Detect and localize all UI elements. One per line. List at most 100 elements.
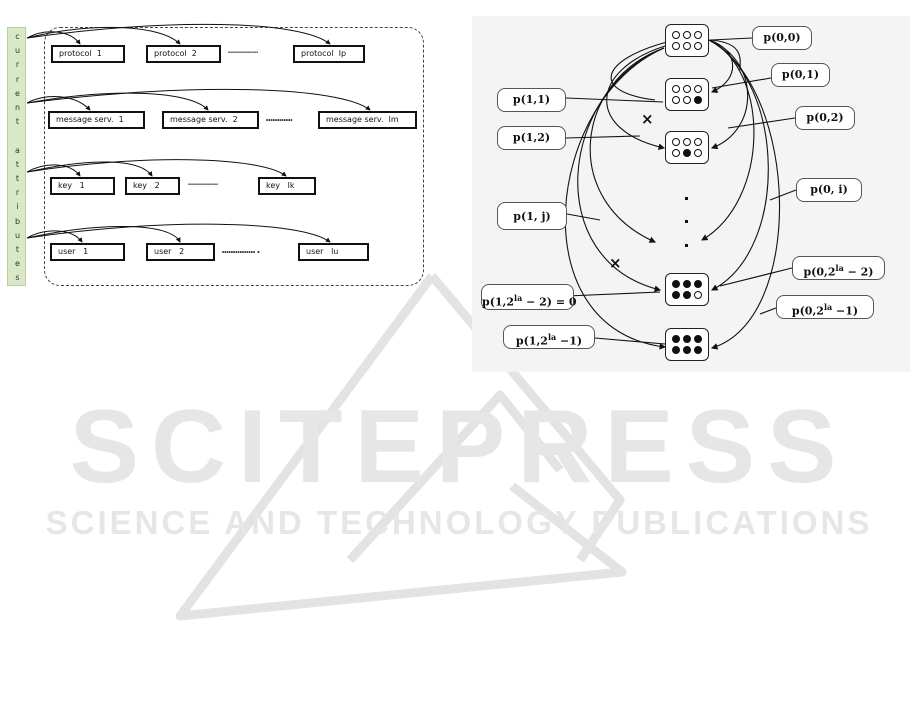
empty-dot	[683, 31, 691, 39]
key-2-box: key 2	[125, 177, 180, 195]
leader-p1j	[566, 213, 601, 221]
filled-dot	[683, 280, 691, 288]
attr-letter: r	[15, 60, 20, 70]
callout-p0i: p(0, i)	[796, 178, 862, 202]
vertical-ellipsis-dot-3	[685, 244, 688, 247]
filled-dot	[694, 96, 702, 104]
vertical-ellipsis-dot-1	[685, 197, 688, 200]
filled-dot	[694, 280, 702, 288]
leader-p11	[565, 97, 664, 103]
callout-p12la2: p(1,2la − 2) = 0	[481, 284, 577, 310]
empty-dot	[694, 42, 702, 50]
attr-letter: u	[14, 46, 21, 56]
arrow-protocol-lp	[26, 23, 331, 45]
arc-left-to-dots	[589, 47, 665, 243]
arc-right-to-n3	[708, 39, 769, 291]
attr-letter: e	[15, 88, 20, 98]
empty-dot	[694, 149, 702, 157]
attr-letter: t	[15, 117, 20, 127]
user-ellipsis: …………….	[222, 243, 262, 256]
attr-letter: t	[15, 159, 20, 169]
arrow-key-lk	[26, 159, 287, 177]
message-serv-1-box: message serv. 1	[48, 111, 145, 129]
callout-p02la2-post: − 2)	[843, 265, 874, 279]
attr-letter: a	[15, 145, 20, 155]
arc-right-to-dots	[701, 39, 755, 241]
callout-p02la1-pre: p(0,2	[791, 304, 824, 318]
callout-p1j: p(1, j)	[497, 202, 567, 230]
arrow-message-lm	[26, 88, 371, 111]
arc-right-extra-1	[708, 39, 741, 71]
empty-dot	[683, 42, 691, 50]
callout-p12la2-post: − 2) = 0	[522, 295, 577, 309]
callout-p11: p(1,1)	[497, 88, 566, 112]
message-serv-2-box: message serv. 2	[162, 111, 259, 129]
leader-p02la2	[719, 267, 793, 287]
filled-dot	[683, 291, 691, 299]
attr-letter: n	[14, 103, 21, 112]
protocol-2-box: protocol 2	[146, 45, 221, 63]
empty-dot	[672, 96, 680, 104]
user-lu-box: user lu	[298, 243, 369, 261]
attr-letter: i	[16, 202, 19, 212]
protocol-ellipsis: ……………	[228, 45, 259, 56]
protocol-lp-box: protocol lp	[293, 45, 365, 63]
node-111110	[665, 273, 709, 306]
callout-p00: p(0,0)	[752, 26, 812, 50]
vertical-ellipsis-dot-2	[685, 220, 688, 223]
arrow-key-1	[26, 164, 81, 177]
key-ellipsis: ……………	[188, 177, 219, 188]
callout-p12la1-pre: p(1,2	[515, 334, 548, 348]
callout-p12la1-post: −1)	[556, 334, 583, 348]
x-mark-2: ×	[609, 254, 622, 272]
message-serv-ellipsis: …………	[266, 111, 293, 124]
user-1-box: user 1	[50, 243, 125, 261]
callout-p12la2-sup: la	[514, 293, 523, 303]
leader-p0i	[769, 189, 797, 201]
arc-right-to-n4	[708, 39, 781, 350]
empty-dot	[694, 291, 702, 299]
leader-p12	[565, 135, 641, 139]
callout-p02la1: p(0,2la −1)	[776, 295, 874, 319]
arc-left-to-n3	[577, 47, 665, 292]
empty-dot	[683, 96, 691, 104]
attribute-values-container	[44, 27, 424, 286]
node-000000	[665, 24, 709, 57]
empty-dot	[694, 138, 702, 146]
node-111111	[665, 328, 709, 361]
filled-dot	[694, 346, 702, 354]
user-2-box: user 2	[146, 243, 215, 261]
leader-p00	[710, 37, 753, 41]
arc-left-to-n1	[610, 41, 668, 101]
leader-p12la1	[594, 337, 666, 345]
callout-p12la1-sup: la	[547, 332, 557, 342]
protocol-1-box: protocol 1	[51, 45, 125, 63]
message-serv-lm-box: message serv. lm	[318, 111, 417, 129]
filled-dot	[683, 346, 691, 354]
arc-right-to-n2	[708, 39, 749, 150]
callout-p02la2-pre: p(0,2	[803, 265, 836, 279]
leader-p02la1	[759, 307, 777, 315]
attr-letter: t	[15, 174, 20, 183]
attr-letter: e	[15, 259, 20, 269]
attr-letter: t	[15, 245, 20, 254]
empty-dot	[672, 85, 680, 93]
empty-dot	[672, 31, 680, 39]
callout-p02: p(0,2)	[795, 106, 855, 130]
empty-dot	[672, 149, 680, 157]
filled-dot	[672, 346, 680, 354]
callout-p02la2: p(0,2la − 2)	[792, 256, 885, 280]
filled-dot	[672, 280, 680, 288]
callout-p12: p(1,2)	[497, 126, 566, 150]
filled-dot	[683, 149, 691, 157]
filled-dot	[683, 335, 691, 343]
empty-dot	[672, 138, 680, 146]
empty-dot	[683, 138, 691, 146]
attr-letter: u	[14, 230, 21, 240]
node-000001	[665, 78, 709, 111]
key-1-box: key 1	[50, 177, 115, 195]
callout-p02la2-sup: la	[835, 263, 844, 273]
